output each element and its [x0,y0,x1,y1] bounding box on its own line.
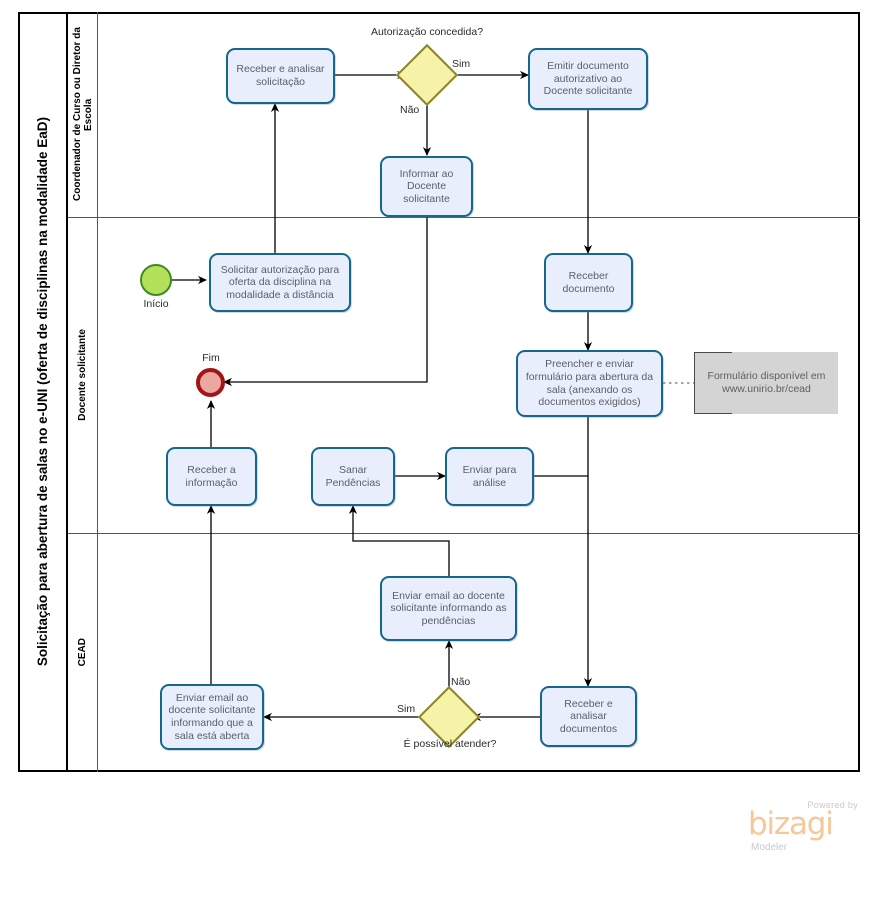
end-event[interactable] [196,368,225,397]
end-event-label: Fim [202,352,220,364]
task-solicitar-autorizacao[interactable]: Solicitar autorização para oferta da dis… [209,253,351,312]
task-receber-analisar-solicitacao[interactable]: Receber e analisar solicitação [226,48,335,104]
task-preencher-enviar-formulario[interactable]: Preencher e enviar formulário para abert… [516,350,663,417]
pool-frame [18,12,860,772]
flow-label-sim-atender: Sim [397,703,416,715]
start-event[interactable] [140,264,172,296]
lane-header-coordenador: Coordenador de Curso ou Diretor da Escol… [68,12,98,217]
task-sanar-pendencias[interactable]: Sanar Pendências [311,447,395,506]
lane-separator-2 [68,533,860,534]
annotation-formulario: Formulário disponível em www.unirio.br/c… [694,352,838,414]
task-enviar-para-analise[interactable]: Enviar para análise [445,447,534,506]
pool-title-column: Solicitação para abertura de salas no e-… [18,12,68,772]
lane-header-docente: Docente solicitante [68,217,98,533]
logo-powered-by-text: Powered by [807,800,858,810]
task-enviar-email-pendencias[interactable]: Enviar email ao docente solicitante info… [380,576,517,641]
task-receber-informacao[interactable]: Receber a informação [166,447,257,506]
annotation-cap-bottom [694,413,732,414]
gateway-atender-label: É possível atender? [403,738,497,750]
start-event-label: Início [143,298,169,310]
flow-informar-to-fim [223,217,428,387]
annotation-cap-top [694,352,732,353]
gateway-autorizacao-label: Autorização concedida? [370,26,484,38]
flow-label-nao-autorizacao: Não [400,104,420,116]
lane-separator-1 [68,217,860,218]
lane-header-cead: CEAD [68,533,98,772]
task-emitir-documento[interactable]: Emitir documento autorizativo ao Docente… [528,48,648,110]
flow-label-nao-atender: Não [451,676,471,688]
logo-wordmark: bizagi [748,806,834,842]
logo-product-name: Modeler [751,842,788,853]
bizagi-logo: Powered by bizagi Modeler [748,800,860,858]
task-receber-analisar-documentos[interactable]: Receber e analisar documentos [540,686,637,747]
flow-label-sim-autorizacao: Sim [452,58,471,70]
flow-email-pendencias-to-sanar [348,505,450,576]
task-enviar-email-sala-aberta[interactable]: Enviar email ao docente solicitante info… [160,684,264,750]
task-receber-documento[interactable]: Receber documento [544,253,633,312]
task-informar-docente[interactable]: Informar ao Docente solicitante [380,156,473,217]
